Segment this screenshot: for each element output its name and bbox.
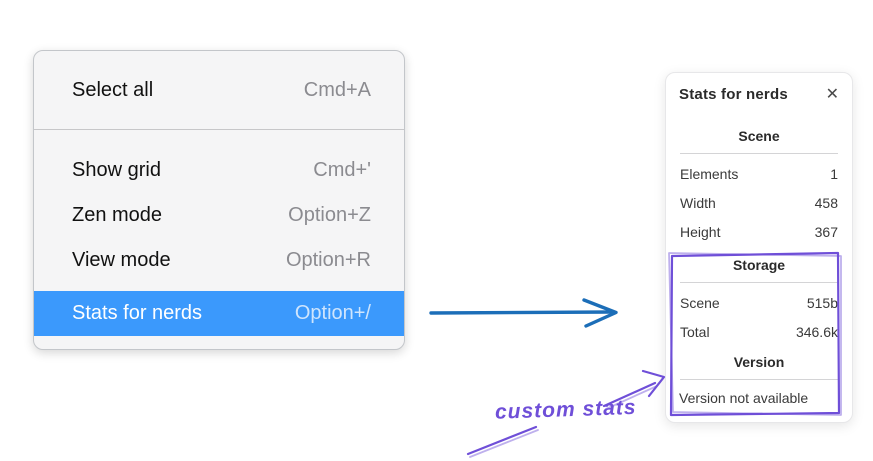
menu-item-label: View mode: [72, 249, 171, 271]
stat-label: Total: [680, 323, 710, 340]
scene-section-heading: Scene: [738, 128, 780, 144]
context-menu: Select all Cmd+A Show grid Cmd+' Zen mod…: [33, 50, 405, 350]
stat-label: Scene: [680, 294, 720, 311]
section-divider: [680, 282, 838, 283]
menu-item-label: Select all: [72, 78, 154, 101]
section-divider: [680, 379, 838, 380]
stat-value: 367: [814, 223, 838, 240]
stat-row-width: Width 458: [679, 188, 839, 217]
menu-divider: [34, 129, 404, 130]
menu-item-label: Show grid: [72, 159, 161, 181]
menu-item-stats-for-nerds[interactable]: Stats for nerds Option+/: [34, 291, 404, 336]
menu-item-shortcut: Cmd+A: [303, 78, 371, 101]
version-section-heading: Version: [733, 354, 785, 370]
stat-row-total-size: Total 346.6k: [679, 317, 839, 346]
stats-panel-header: Stats for nerds ✕: [679, 86, 839, 103]
stat-value: 346.6k: [795, 323, 838, 340]
menu-item-view-mode[interactable]: View mode Option+R: [34, 238, 404, 283]
close-button[interactable]: ✕: [825, 85, 839, 103]
stat-value: 1: [830, 165, 838, 182]
stats-panel-title: Stats for nerds: [679, 86, 788, 103]
stat-label: Elements: [680, 165, 739, 182]
menu-item-select-all[interactable]: Select all Cmd+A: [34, 59, 404, 121]
menu-item-shortcut: Cmd+': [313, 159, 371, 181]
stat-row-scene-size: Scene 515b: [679, 288, 839, 317]
stats-panel: Stats for nerds ✕ Scene Elements 1 Width…: [665, 72, 853, 423]
menu-item-shortcut: Option+/: [294, 302, 371, 324]
version-note: Version not available: [679, 390, 809, 406]
custom-stats-annotation: custom stats: [494, 395, 637, 424]
stat-value: 515b: [806, 294, 838, 311]
stat-row-elements: Elements 1: [679, 159, 839, 188]
stat-label: Height: [680, 223, 721, 240]
menu-item-show-grid[interactable]: Show grid Cmd+': [34, 148, 404, 193]
menu-item-shortcut: Option+Z: [288, 204, 371, 226]
menu-item-shortcut: Option+R: [285, 249, 371, 271]
section-divider: [680, 153, 838, 154]
flow-arrow: [429, 298, 618, 328]
close-icon: ✕: [825, 85, 839, 103]
stat-row-height: Height 367: [679, 217, 839, 246]
menu-item-zen-mode[interactable]: Zen mode Option+Z: [34, 193, 404, 238]
stat-label: Width: [680, 194, 716, 211]
stat-value: 458: [814, 194, 838, 211]
menu-item-label: Stats for nerds: [72, 302, 203, 324]
menu-item-label: Zen mode: [72, 204, 163, 226]
storage-section-heading: Storage: [732, 257, 786, 273]
